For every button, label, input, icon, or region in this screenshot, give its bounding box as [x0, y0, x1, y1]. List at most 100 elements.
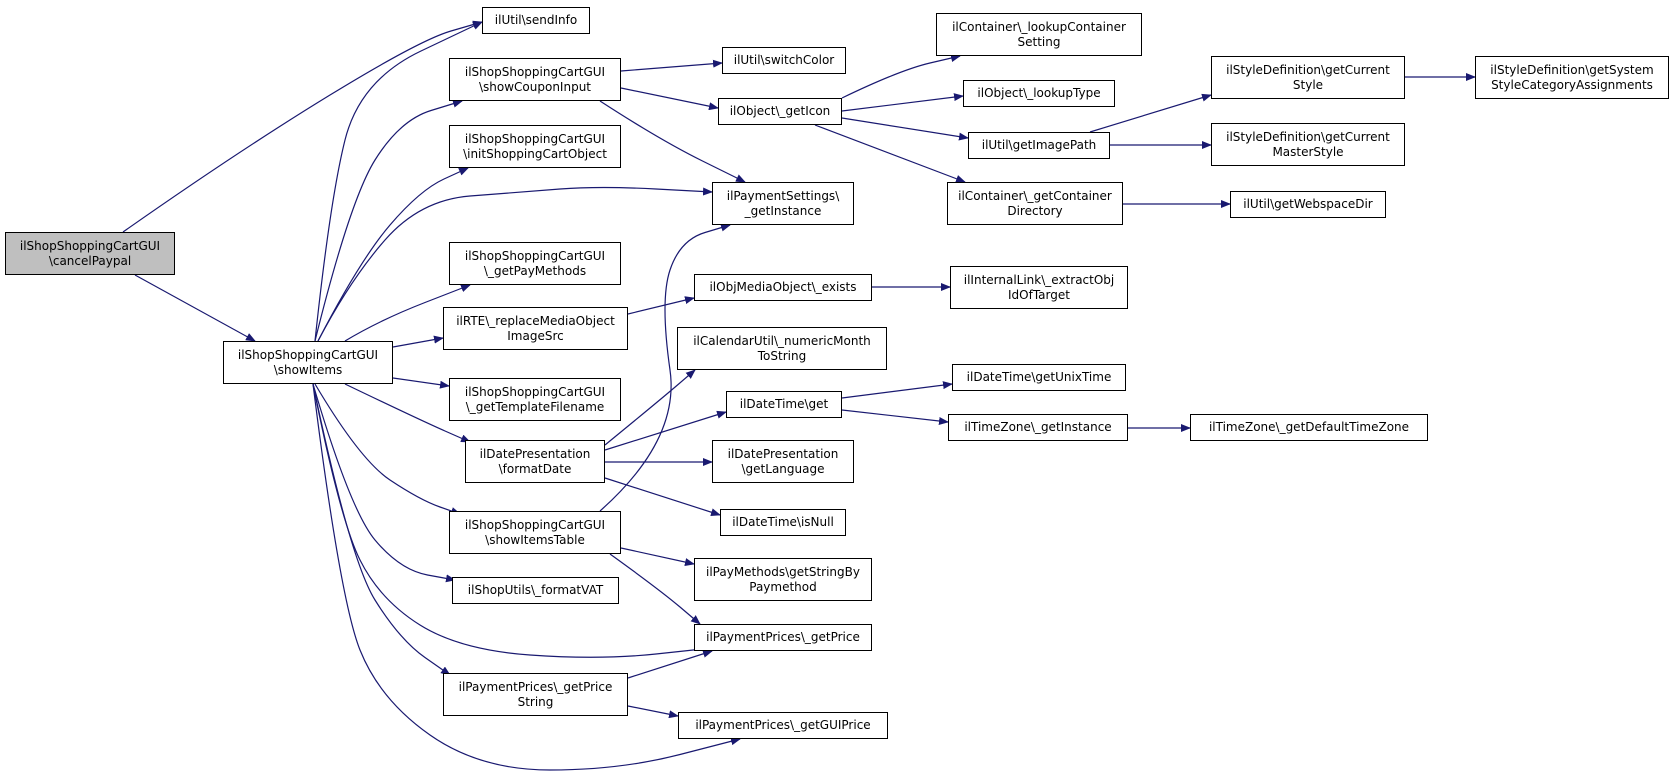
- node-label-line: \showCouponInput: [478, 79, 592, 94]
- node-label-line: ilShopShoppingCartGUI: [464, 64, 606, 79]
- node-label-line: ToString: [757, 348, 807, 363]
- edge-showItems-to-formatDate: [344, 383, 471, 443]
- node-label-line: ilPaymentSettings\: [726, 188, 840, 203]
- node-getPrice[interactable]: ilPaymentPrices\_getPrice: [694, 624, 872, 651]
- node-showItems[interactable]: ilShopShoppingCartGUI\showItems: [223, 341, 393, 384]
- node-label-line: \_getPayMethods: [483, 263, 587, 278]
- node-showItemsTable[interactable]: ilShopShoppingCartGUI\showItemsTable: [449, 511, 621, 554]
- node-label-line: ilStyleDefinition\getCurrent: [1226, 62, 1390, 77]
- node-getWebspaceDir[interactable]: ilUtil\getWebspaceDir: [1230, 191, 1386, 218]
- edge-dateTimeGet-to-getUnixTime: [841, 381, 953, 399]
- node-isNull[interactable]: ilDateTime\isNull: [720, 509, 846, 536]
- edge-showItems-to-getPayMethods: [344, 284, 471, 342]
- node-label-line: Style: [1292, 77, 1324, 92]
- node-label-line: ilPaymentPrices\_getGUIPrice: [695, 718, 871, 732]
- node-label-line: \cancelPaypal: [48, 253, 132, 268]
- node-label-line: ilShopShoppingCartGUI: [464, 384, 606, 399]
- node-label-line: ilPaymentPrices\_getPrice: [706, 630, 860, 644]
- edge-showCouponInput-to-getIcon: [620, 87, 719, 111]
- edge-showItems-to-replaceMediaObject: [392, 335, 444, 348]
- node-initShoppingCartObject[interactable]: ilShopShoppingCartGUI\initShoppingCartOb…: [449, 125, 621, 168]
- node-label-line: \initShoppingCartObject: [463, 146, 607, 161]
- node-label-line: \showItemsTable: [485, 532, 585, 547]
- node-label-line: ilStyleDefinition\getCurrent: [1226, 129, 1390, 144]
- node-label-line: String: [517, 694, 554, 709]
- node-showCouponInput[interactable]: ilShopShoppingCartGUI\showCouponInput: [449, 58, 621, 101]
- edge-showItemsTable-to-getPrice: [609, 553, 701, 625]
- node-label-line: ilTimeZone\_getInstance: [964, 420, 1112, 434]
- node-sendInfo[interactable]: ilUtil\sendInfo: [482, 7, 590, 34]
- node-getPayMethods[interactable]: ilShopShoppingCartGUI\_getPayMethods: [449, 242, 621, 285]
- node-label-line: ilDateTime\isNull: [732, 515, 834, 529]
- node-label-line: _getInstance: [744, 203, 822, 218]
- node-tzGetInstance[interactable]: ilTimeZone\_getInstance: [948, 414, 1128, 441]
- node-label-line: ilPaymentPrices\_getPrice: [458, 679, 613, 694]
- node-label-line: ilTimeZone\_getDefaultTimeZone: [1208, 420, 1410, 434]
- node-label-line: ilStyleDefinition\getSystem: [1490, 62, 1654, 77]
- node-getLanguage[interactable]: ilDatePresentation\getLanguage: [712, 440, 854, 483]
- node-formatDate[interactable]: ilDatePresentation\formatDate: [465, 440, 605, 483]
- edge-getPriceString-to-getPrice: [627, 649, 713, 679]
- edge-showItems-to-getTemplateFilename: [392, 377, 450, 389]
- edge-showItems-to-paymentSettings: [317, 186, 713, 342]
- node-mediaExists[interactable]: ilObjMediaObject\_exists: [694, 274, 872, 301]
- edge-getIcon-to-getContainerDirectory: [814, 124, 966, 183]
- node-label-line: ilUtil\getWebspaceDir: [1243, 197, 1373, 211]
- node-label-line: ilShopUtils\_formatVAT: [467, 583, 604, 597]
- node-label-line: ilInternalLink\_extractObj: [963, 272, 1115, 287]
- node-label-line: ilContainer\_getContainer: [958, 188, 1112, 203]
- node-label-line: ilDatePresentation: [727, 446, 839, 461]
- node-label-line: \showItems: [273, 362, 343, 377]
- node-getDefaultTimeZone[interactable]: ilTimeZone\_getDefaultTimeZone: [1190, 414, 1428, 441]
- node-label-line: ilObject\_getIcon: [729, 104, 831, 118]
- node-label-line: StyleCategoryAssignments: [1491, 77, 1653, 92]
- node-getIcon[interactable]: ilObject\_getIcon: [718, 98, 842, 125]
- node-label-line: ilShopShoppingCartGUI: [237, 347, 379, 362]
- edge-getIcon-to-getImagePath: [841, 117, 969, 141]
- edge-showItems-to-initShoppingCartObject: [317, 167, 469, 342]
- edge-cancelPaypal-to-showItems: [134, 274, 256, 342]
- node-getUnixTime[interactable]: ilDateTime\getUnixTime: [952, 364, 1126, 391]
- edge-showItems-to-sendInfo: [314, 21, 483, 342]
- edge-formatDate-to-numericMonth: [604, 369, 696, 446]
- node-label-line: ilShopShoppingCartGUI: [464, 248, 606, 263]
- edge-showItemsTable-to-getStringByPaymethod: [620, 547, 695, 566]
- node-label-line: ilDateTime\getUnixTime: [966, 370, 1112, 384]
- node-label-line: ilShopShoppingCartGUI: [464, 517, 606, 532]
- node-switchColor[interactable]: ilUtil\switchColor: [722, 47, 846, 74]
- node-label-line: ilUtil\getImagePath: [981, 138, 1097, 152]
- node-formatVAT[interactable]: ilShopUtils\_formatVAT: [452, 577, 619, 604]
- node-getImagePath[interactable]: ilUtil\getImagePath: [968, 132, 1110, 159]
- node-label-line: ilShopShoppingCartGUI: [19, 238, 161, 253]
- node-label-line: ilObjMediaObject\_exists: [709, 280, 857, 294]
- edge-showCouponInput-to-paymentSettings: [599, 100, 746, 183]
- node-label-line: ilDatePresentation: [479, 446, 591, 461]
- node-label-line: ilCalendarUtil\_numericMonth: [693, 333, 871, 348]
- edge-getImagePath-to-getCurrentStyle: [1089, 93, 1212, 133]
- node-dateTimeGet[interactable]: ilDateTime\get: [726, 391, 842, 418]
- edge-showItemsTable-to-paymentSettings: [599, 223, 731, 512]
- edge-formatDate-to-isNull: [604, 477, 721, 517]
- node-label-line: Paymethod: [749, 579, 817, 594]
- node-cancelPaypal[interactable]: ilShopShoppingCartGUI\cancelPaypal: [5, 232, 175, 275]
- node-lookupType[interactable]: ilObject\_lookupType: [963, 80, 1115, 107]
- node-paymentSettings[interactable]: ilPaymentSettings\_getInstance: [712, 182, 854, 225]
- node-getTemplateFilename[interactable]: ilShopShoppingCartGUI\_getTemplateFilena…: [449, 378, 621, 421]
- node-label-line: ilUtil\switchColor: [733, 53, 835, 67]
- edge-showItems-to-formatVAT: [312, 383, 456, 583]
- edge-getPriceString-to-getGUIPrice: [627, 705, 679, 719]
- node-getGUIPrice[interactable]: ilPaymentPrices\_getGUIPrice: [678, 712, 888, 739]
- node-label-line: ilDateTime\get: [739, 397, 829, 411]
